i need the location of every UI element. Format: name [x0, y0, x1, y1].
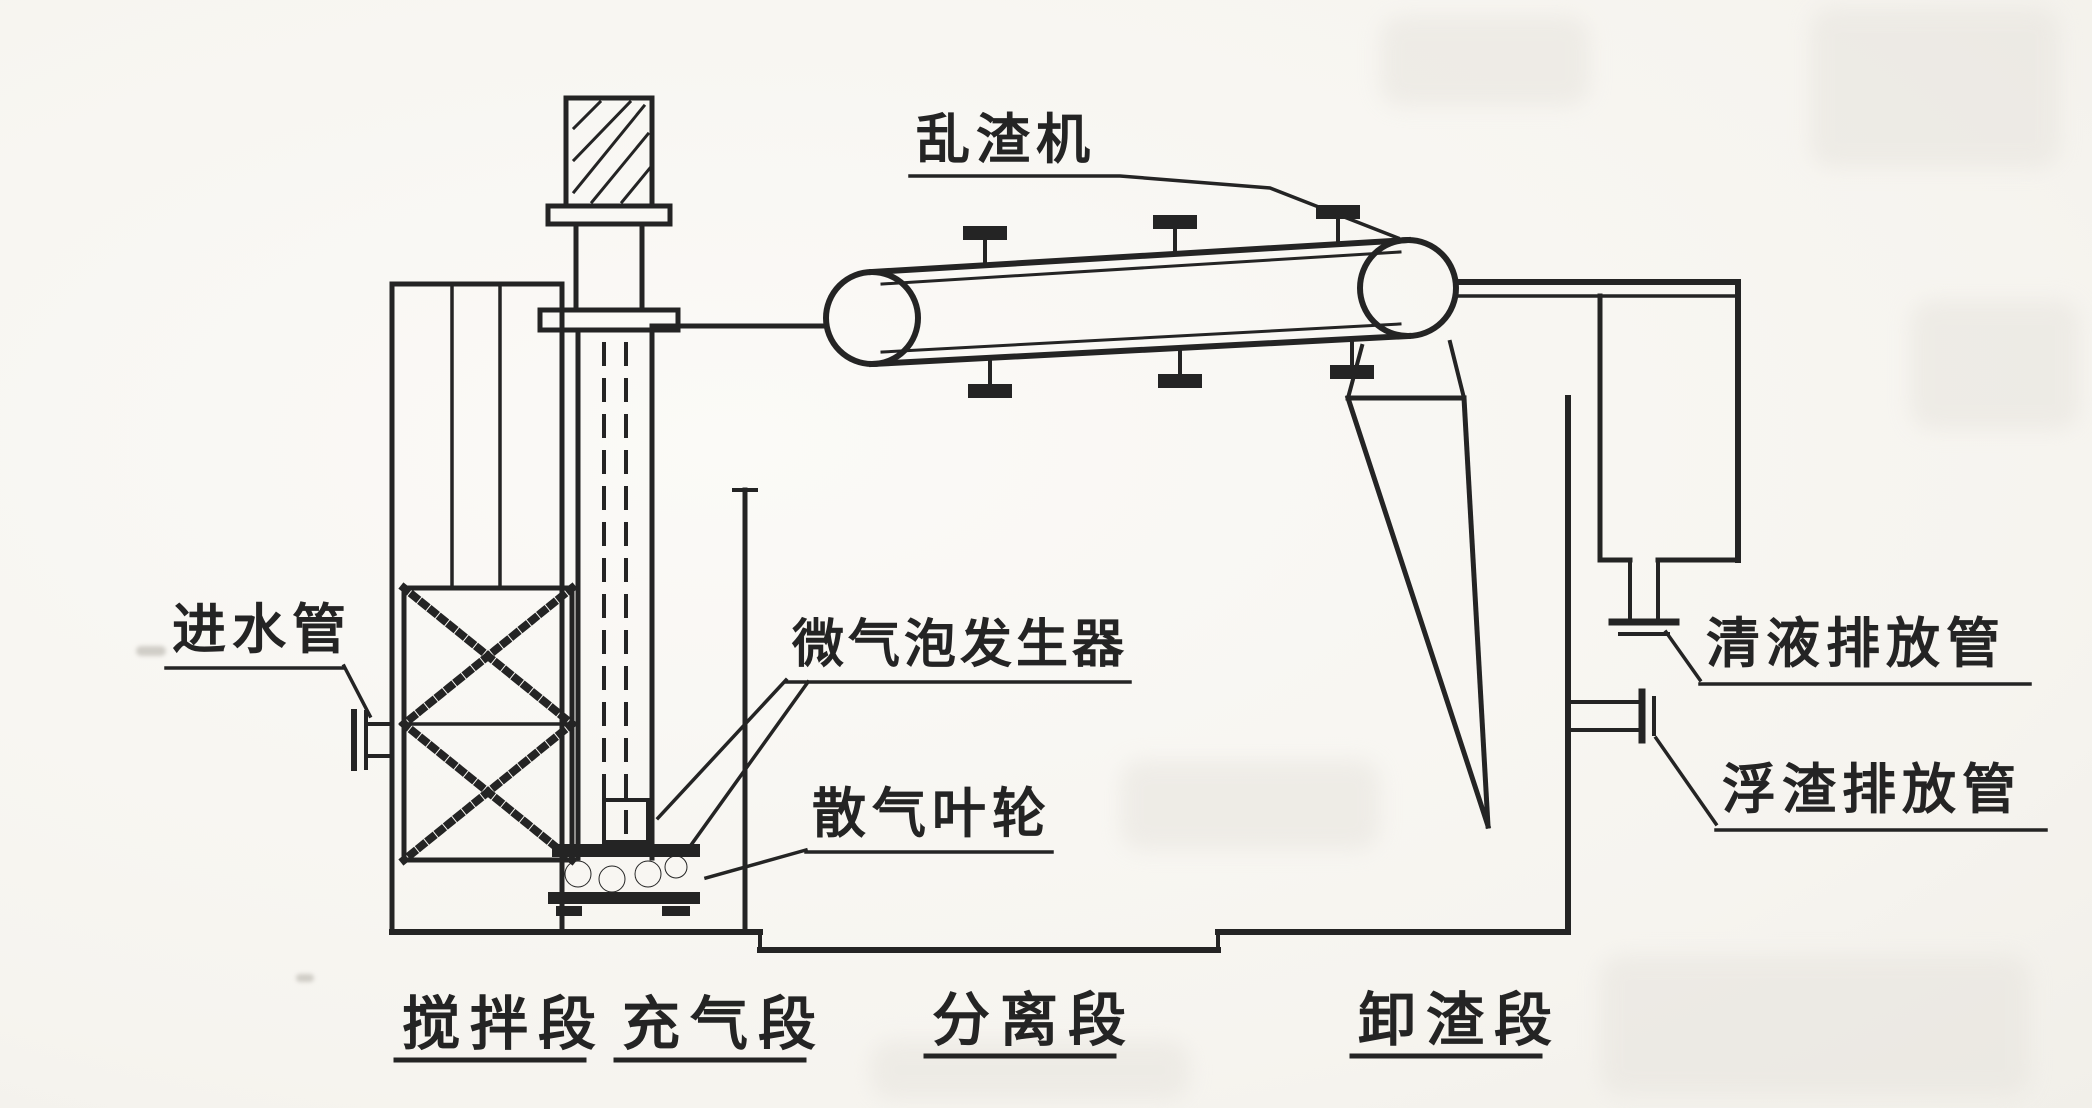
draft-tube: [575, 323, 829, 935]
scan-artifact: [870, 1040, 1190, 1100]
leader-line: [341, 663, 373, 719]
label-microbubble-generator: 微气泡发生器: [791, 616, 1128, 674]
microbubble-generator: [602, 798, 650, 844]
air-impeller: [548, 844, 700, 916]
clear-liquid-outlet-pipe: [1608, 558, 1680, 636]
callouts: 乱渣机 进水管 微气泡发生器 散气叶轮 清液排放管 浮渣排放管: [164, 110, 2048, 881]
scan-artifact: [1120, 760, 1380, 850]
scraper-flight: [968, 337, 1374, 398]
leader-line: [655, 677, 789, 821]
scum-outlet-pipe: [1566, 688, 1656, 744]
effluent-launder: [1453, 279, 1741, 563]
label-scum-pipe: 浮渣排放管: [1722, 760, 2022, 820]
inclined-baffle: [1344, 339, 1492, 830]
scan-speck: [296, 974, 314, 982]
mounting-flange: [537, 307, 681, 333]
section-labels: 搅拌段 充气段 分离段 卸渣段: [393, 988, 1562, 1063]
leader-line: [908, 174, 1401, 241]
scan-artifact: [1910, 300, 2080, 430]
scan-artifact: [1380, 16, 1590, 106]
section-label-separation: 分离段: [932, 988, 1136, 1053]
inlet-pipe: [351, 709, 394, 771]
scan-artifact: [1810, 8, 2060, 168]
label-scraper: 乱渣机: [916, 110, 1096, 170]
label-inlet-pipe: 进水管: [172, 600, 352, 660]
leader-line: [1663, 629, 1703, 683]
section-label-mixing: 搅拌段: [402, 992, 606, 1057]
leader-line: [703, 847, 809, 881]
motor: [537, 95, 681, 333]
mixing-tank: [389, 281, 565, 935]
label-clear-liquid-pipe: 清液排放管: [1706, 614, 2006, 674]
section-label-scum-discharge: 卸渣段: [1358, 988, 1562, 1053]
scum-scraper-conveyor: [823, 205, 1459, 398]
label-air-impeller: 散气叶轮: [812, 784, 1052, 844]
leader-line: [683, 679, 811, 855]
leader-line: [1653, 735, 1719, 827]
section-label-aeration: 充气段: [622, 992, 826, 1057]
scraper-flight: [963, 205, 1360, 267]
motor-stand: [573, 221, 645, 313]
lattice-packing: [398, 582, 578, 866]
separation-tank: [389, 395, 1571, 953]
motor-flange: [545, 203, 673, 227]
scan-artifact: [1600, 955, 2030, 1095]
scan-speck: [136, 646, 166, 656]
